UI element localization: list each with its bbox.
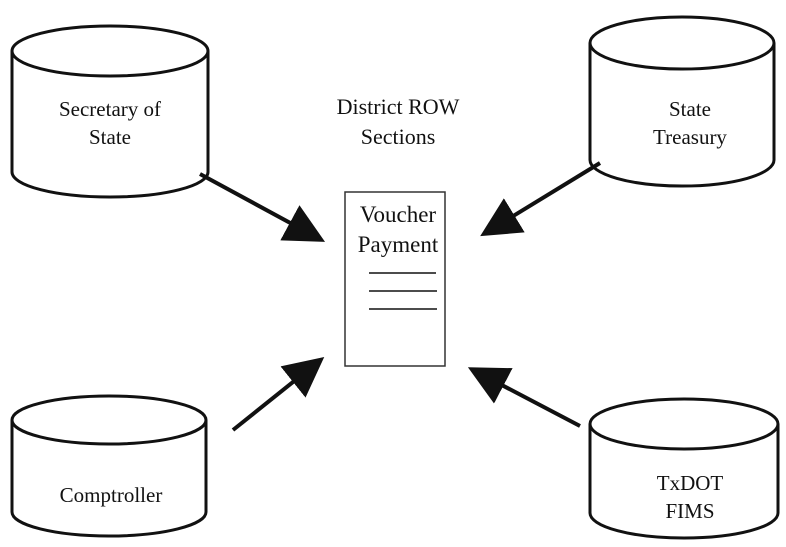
state-treasury-label-line2: Treasury xyxy=(653,125,727,149)
state-treasury-label-line1: State xyxy=(669,97,711,121)
state-treasury-database: State Treasury xyxy=(588,15,776,188)
arrow-from-txdot-fims xyxy=(467,367,581,428)
voucher-payment-document: Voucher Payment xyxy=(344,191,446,367)
txdot-fims-label-line2: FIMS xyxy=(665,499,714,523)
arrow-from-state-treasury xyxy=(480,161,602,237)
payment-label: Payment xyxy=(358,232,439,257)
district-row-title-line2: Sections xyxy=(361,124,436,149)
txdot-fims-database: TxDOT FIMS xyxy=(588,397,780,540)
district-row-title-line1: District ROW xyxy=(337,94,460,119)
comptroller-database: Comptroller xyxy=(10,394,208,538)
arrow-from-comptroller xyxy=(231,357,325,432)
txdot-fims-label-line1: TxDOT xyxy=(657,471,724,495)
secretary-of-state-label-line2: State xyxy=(89,125,131,149)
secretary-of-state-database: Secretary of State xyxy=(10,24,210,199)
voucher-label: Voucher xyxy=(360,202,437,227)
secretary-of-state-label-line1: Secretary of xyxy=(59,97,161,121)
arrow-from-secretary-of-state xyxy=(199,172,326,242)
comptroller-label: Comptroller xyxy=(60,483,163,507)
